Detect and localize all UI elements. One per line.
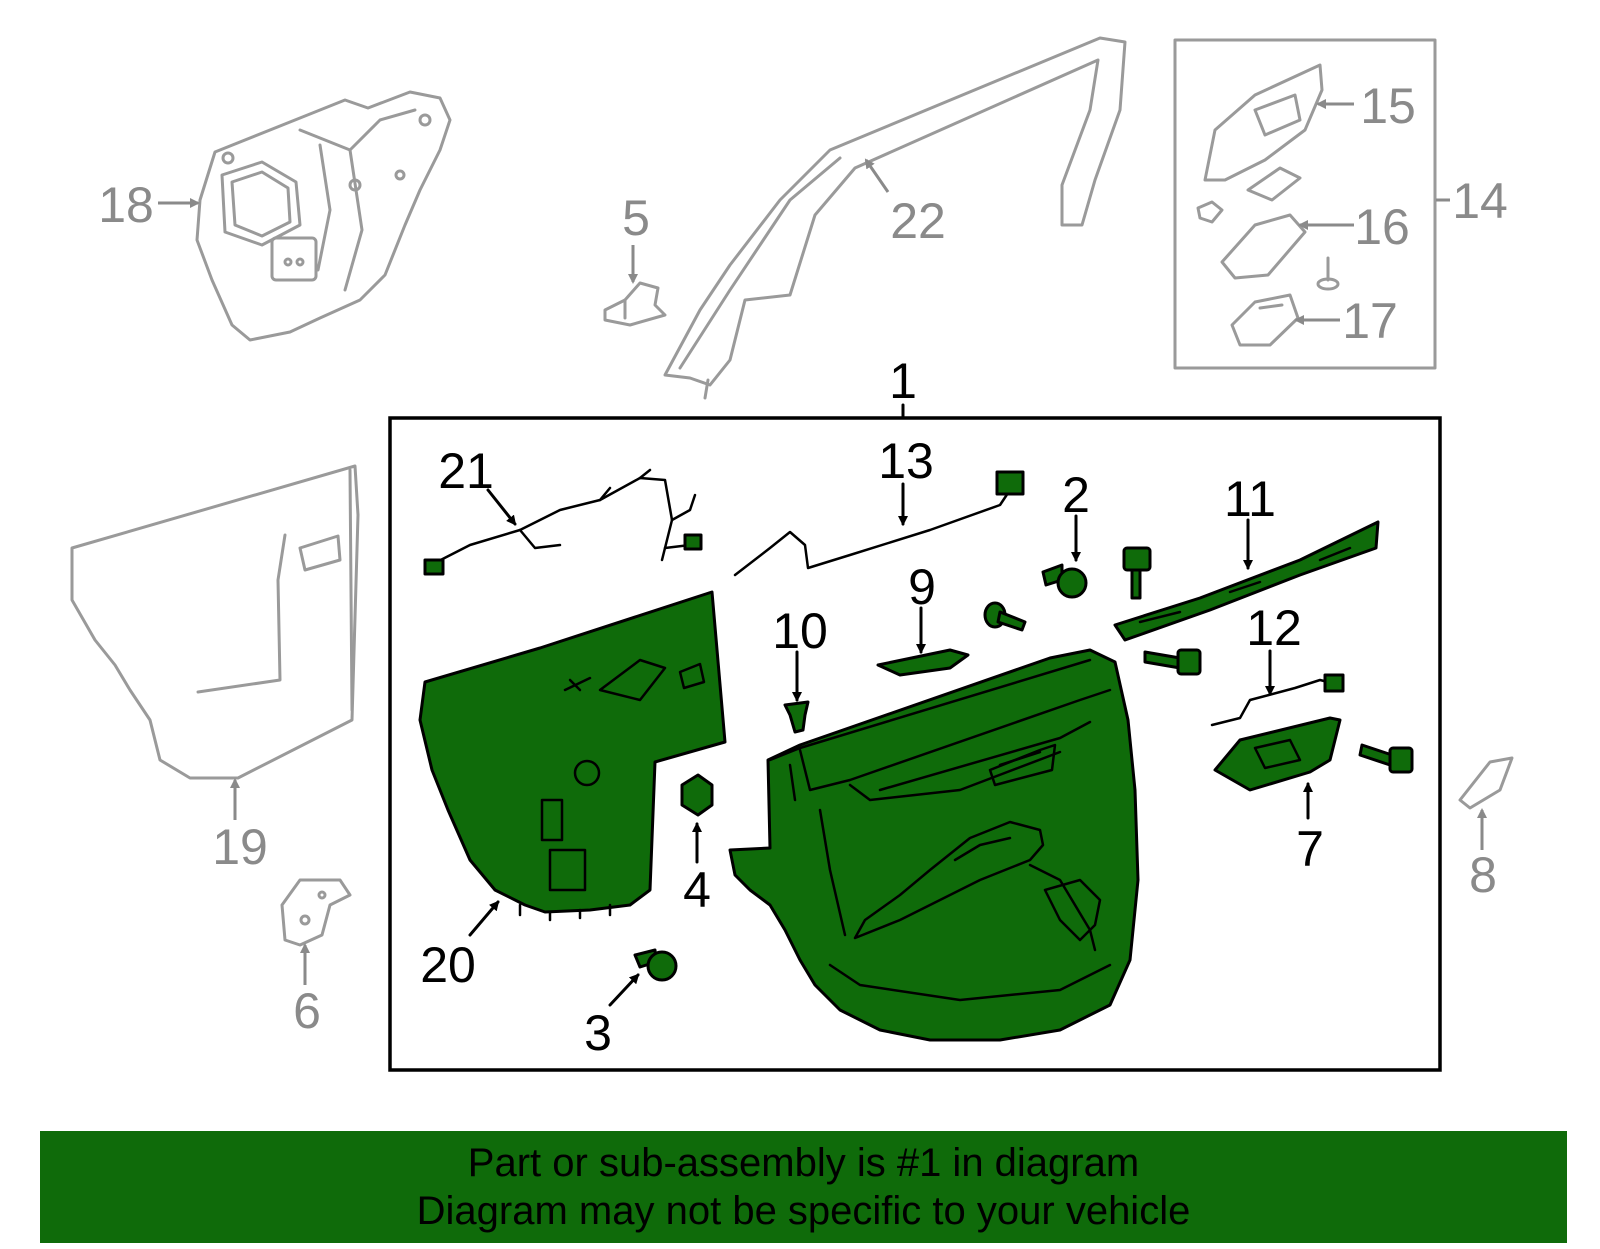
callout-21: 21 <box>438 443 494 499</box>
callout-15: 15 <box>1360 78 1416 134</box>
callout-14: 14 <box>1452 173 1508 229</box>
callout-2: 2 <box>1062 467 1090 523</box>
part-16-switch <box>1220 213 1307 280</box>
callout-19: 19 <box>212 819 268 875</box>
part-19-water-deflector[interactable] <box>70 464 360 780</box>
part-21-wiring-harness[interactable] <box>423 468 703 576</box>
part-4-nut[interactable] <box>680 773 714 817</box>
callout-22: 22 <box>890 193 946 249</box>
callout-3: 3 <box>584 1005 612 1061</box>
part-6-bracket[interactable] <box>280 878 352 947</box>
callout-1: 1 <box>889 353 917 409</box>
leader-lines <box>158 99 1487 1007</box>
part-9-trim-piece[interactable] <box>876 648 970 677</box>
callout-18: 18 <box>98 177 154 233</box>
banner-line-2: Diagram may not be specific to your vehi… <box>416 1189 1191 1233</box>
part-7-switch-housing[interactable] <box>1213 716 1342 792</box>
callout-16: 16 <box>1354 199 1410 255</box>
bolt-right-lower[interactable] <box>1358 743 1414 774</box>
assembly-1-box <box>388 416 1442 1072</box>
screw-mid[interactable] <box>983 601 1027 632</box>
callout-20: 20 <box>420 937 476 993</box>
part-20-insulator[interactable] <box>418 590 727 922</box>
callout-13: 13 <box>878 433 934 489</box>
part-10-clip[interactable] <box>783 700 810 734</box>
part-15-switch-bezel <box>1203 63 1324 182</box>
bolt-upper[interactable] <box>1122 546 1152 600</box>
part-18-regulator-carrier[interactable] <box>195 90 452 342</box>
part-3-push-pin[interactable] <box>633 948 678 982</box>
part-12-wire[interactable] <box>1210 673 1345 727</box>
part-13-wire[interactable] <box>733 470 1025 577</box>
part-11-trim-strip[interactable] <box>1113 520 1380 642</box>
part-1-door-trim-panel[interactable] <box>728 648 1140 1042</box>
part-8-trim-cap[interactable] <box>1458 756 1514 810</box>
callout-17: 17 <box>1342 293 1398 349</box>
callout-10: 10 <box>772 603 828 659</box>
callout-9: 9 <box>908 559 936 615</box>
part-5-clip[interactable] <box>603 281 667 327</box>
callout-11: 11 <box>1224 471 1276 527</box>
part-2-push-pin[interactable] <box>1041 563 1088 599</box>
banner-line-1: Part or sub-assembly is #1 in diagram <box>467 1141 1140 1185</box>
bolt-right-upper[interactable] <box>1143 648 1202 676</box>
callout-8: 8 <box>1469 847 1497 903</box>
callout-7: 7 <box>1296 821 1324 877</box>
info-banner: Part or sub-assembly is #1 in diagram Di… <box>40 1131 1567 1243</box>
callout-6: 6 <box>293 983 321 1039</box>
callout-4: 4 <box>683 862 711 918</box>
part-22-frame-molding[interactable] <box>663 36 1127 400</box>
callout-5: 5 <box>622 190 650 246</box>
callout-12: 12 <box>1246 600 1302 656</box>
part-14-switch-group[interactable] <box>1173 38 1437 370</box>
